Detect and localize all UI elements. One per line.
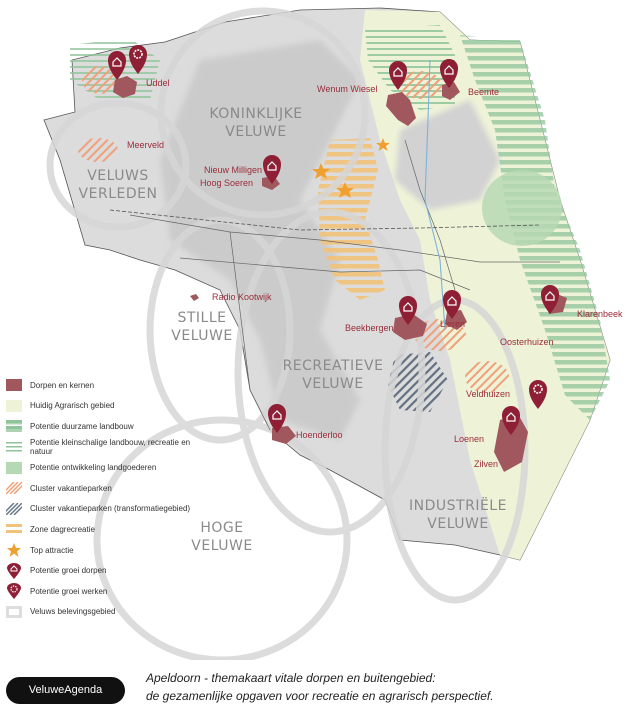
legend-label: Potentie duurzame landbouw: [30, 421, 134, 431]
legend-label: Veluws belevingsgebied: [30, 607, 116, 617]
cluster-vakantieparken-meerveld: [78, 138, 118, 162]
house-pin-icon: [443, 290, 461, 319]
legend-label: Huidig Agrarisch gebied: [30, 401, 115, 411]
gear-pin-icon: [529, 380, 547, 409]
cluster-transformatiegebied: [388, 352, 448, 412]
roads: [129, 139, 560, 431]
house-pin-icon: [268, 404, 286, 433]
region-koninklijke-line1: KONINKLIJKE: [209, 106, 302, 122]
house-pin-icon: [7, 562, 21, 579]
label-lieren: Lieren: [440, 319, 465, 329]
label-wenum-wiesel: Wenum Wiesel: [317, 84, 377, 94]
label-zilven: Zilven: [474, 459, 498, 469]
legend-label: Potentie groei dorpen: [30, 566, 107, 576]
gear-pin-icon: [129, 45, 147, 74]
swatch-dagrecreatie: [6, 524, 22, 534]
growth-pins: [108, 45, 559, 435]
label-hoenderloo: Hoenderloo: [296, 430, 343, 440]
star-icon: [376, 138, 390, 151]
legend-item-landgoederen: Potentie ontwikkeling landgoederen: [6, 457, 206, 478]
legend-item-transformatie: Cluster vakantieparken (transformatiegeb…: [6, 499, 206, 520]
swatch-transformatie: [6, 502, 22, 515]
label-hoog-soeren: Hoog Soeren: [200, 178, 253, 188]
gear-pin-icon: [7, 583, 21, 600]
label-klarenbeek: Klarenbeek: [577, 309, 623, 319]
legend-item-groei-werken: Potentie groei werken: [6, 581, 206, 602]
map-caption: Apeldoorn - themakaart vitale dorpen en …: [146, 669, 494, 705]
house-pin-icon: [541, 285, 559, 314]
region-koninklijke-line2: VELUWE: [225, 124, 286, 140]
region-industriele-line2: VELUWE: [427, 516, 488, 532]
swatch-dorpen: [6, 379, 22, 392]
swatch-landgoederen: [6, 461, 22, 474]
forest-block-east: [395, 100, 500, 210]
region-verleden-line2: VERLEDEN: [79, 186, 158, 202]
legend-label: Zone dagrecreatie: [30, 524, 95, 534]
label-oosterhuizen: Oosterhuizen: [500, 337, 554, 347]
swatch-belevingsgebied: [6, 605, 22, 618]
house-pin-icon: [502, 406, 520, 435]
house-pin-icon: [389, 61, 407, 90]
canal: [424, 59, 446, 331]
label-beekbergen: Beekbergen: [345, 323, 394, 333]
label-veldhuizen: Veldhuizen: [466, 389, 510, 399]
belevingsgebied-rings: [46, 7, 529, 660]
legend-item-duurzame: Potentie duurzame landbouw: [6, 416, 206, 437]
legend-item-groei-dorpen: Potentie groei dorpen: [6, 560, 206, 581]
house-pin-icon: [399, 296, 417, 325]
cluster-vakantieparken-wiesel: [398, 71, 442, 99]
swatch-kleinschalige: [6, 442, 22, 452]
region-industriele-line1: INDUSTRIËLE: [409, 496, 507, 514]
label-beemte: Beemte: [468, 87, 499, 97]
region-hoge-line1: HOGE: [200, 520, 243, 536]
label-uddel: Uddel: [146, 78, 170, 88]
thematic-map: Uddel Meerveld Nieuw Milligen Hoog Soere…: [43, 7, 623, 660]
label-loenen: Loenen: [454, 434, 484, 444]
legend-item-belevingsgebied: Veluws belevingsgebied: [6, 602, 206, 623]
zone-landgoederen: [482, 170, 562, 246]
legend-label: Cluster vakantieparken (transformatiegeb…: [30, 504, 191, 514]
legend-label: Cluster vakantieparken: [30, 483, 112, 493]
legend-label: Top attractie: [30, 545, 74, 555]
top-attractions: [312, 138, 390, 198]
label-nieuw-milligen: Nieuw Milligen: [204, 165, 262, 175]
legend-label: Dorpen en kernen: [30, 380, 95, 390]
star-icon: [336, 182, 354, 198]
legend-item-agrarisch: Huidig Agrarisch gebied: [6, 396, 206, 417]
star-icon: [7, 543, 21, 558]
legend-item-dagrecreatie: Zone dagrecreatie: [6, 519, 206, 540]
label-radio-kootwijk: Radio Kootwijk: [212, 292, 272, 302]
swatch-agrarisch: [6, 399, 22, 412]
star-icon: [312, 163, 330, 179]
swatch-vakantieparken: [6, 482, 22, 495]
cluster-vakantieparken-uddel: [82, 66, 118, 94]
region-stille-line1: STILLE: [177, 310, 226, 326]
legend-item-vakantieparken: Cluster vakantieparken: [6, 478, 206, 499]
map-legend: Dorpen en kernen Huidig Agrarisch gebied…: [6, 375, 206, 622]
caption-line-1: Apeldoorn - themakaart vitale dorpen en …: [146, 671, 436, 685]
region-hoge-line2: VELUWE: [191, 538, 252, 554]
caption-line-2: de gezamenlijke opgaven voor recreatie e…: [146, 689, 494, 703]
brand-badge: VeluweAgenda: [6, 677, 125, 704]
legend-label: Potentie groei werken: [30, 586, 108, 596]
region-verleden-line1: VELUWS: [87, 168, 149, 184]
legend-label: Potentie kleinschalige landbouw, recreat…: [30, 438, 191, 457]
region-recreatieve-line1: RECREATIEVE: [283, 358, 384, 374]
house-pin-icon: [263, 155, 281, 184]
house-pin-icon: [108, 51, 126, 80]
legend-label: Potentie ontwikkeling landgoederen: [30, 463, 157, 473]
legend-item-kleinschalige: Potentie kleinschalige landbouw, recreat…: [6, 437, 206, 458]
region-stille-line2: VELUWE: [171, 328, 232, 344]
label-meerveld: Meerveld: [127, 140, 164, 150]
swatch-duurzame: [6, 420, 22, 433]
house-pin-icon: [440, 59, 458, 88]
cluster-vakantieparken-veldhuizen: [465, 361, 509, 393]
region-recreatieve-line2: VELUWE: [302, 376, 363, 392]
legend-item-dorpen: Dorpen en kernen: [6, 375, 206, 396]
legend-item-top: Top attractie: [6, 540, 206, 561]
